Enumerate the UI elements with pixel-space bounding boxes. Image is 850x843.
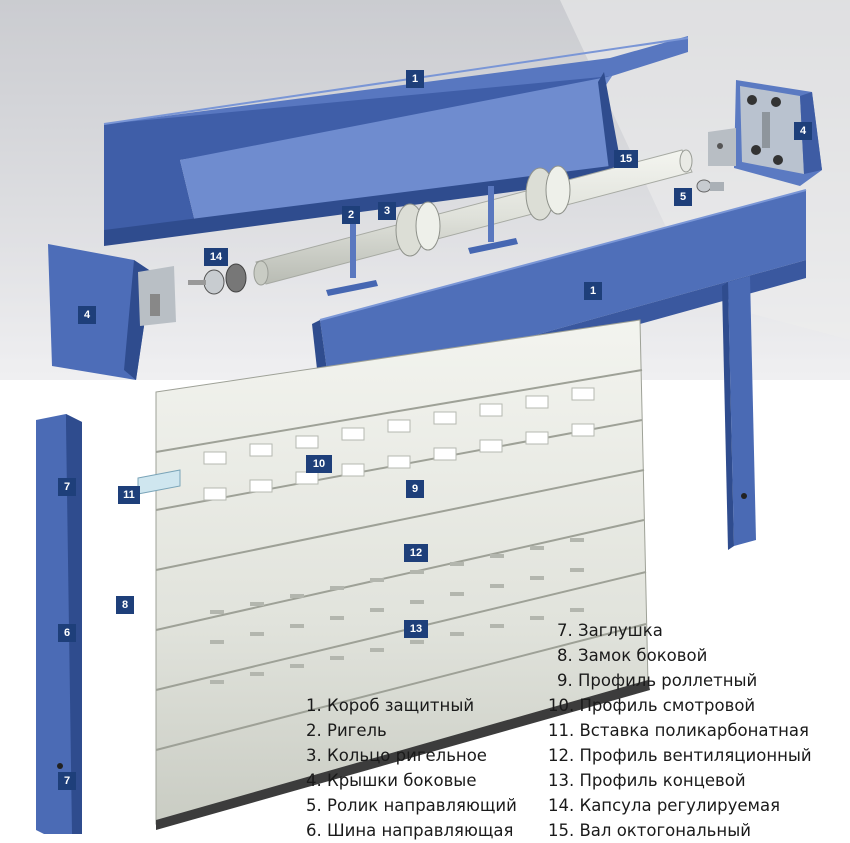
- badge-3: 3: [378, 202, 396, 220]
- guide-roller: [696, 179, 724, 193]
- badge-2: 2: [342, 206, 360, 224]
- badge-7-top: 7: [58, 478, 76, 496]
- legend-item-4: 4. Крышки боковые: [306, 771, 477, 790]
- badge-1-bottom: 1: [584, 282, 602, 300]
- badge-8: 8: [116, 596, 134, 614]
- legend-item-1: 1. Короб защитный: [306, 696, 475, 715]
- badge-5: 5: [674, 188, 692, 206]
- badge-9: 9: [406, 480, 424, 498]
- legend-item-3: 3. Кольцо ригельное: [306, 746, 487, 765]
- badge-1-top: 1: [406, 70, 424, 88]
- legend-item-12: 12. Профиль вентиляционный: [548, 746, 812, 765]
- legend-item-15: 15. Вал октогональный: [548, 821, 751, 840]
- end-cap-left: [48, 244, 176, 380]
- legend-item-5: 5. Ролик направляющий: [306, 796, 517, 815]
- legend-item-2: 2. Ригель: [306, 721, 387, 740]
- legend-left: 1. Короб защитный 2. Ригель 3. Кольцо ри…: [306, 693, 517, 843]
- legend-item-8: 8. Замок боковой: [557, 646, 708, 665]
- badge-14: 14: [204, 248, 228, 266]
- badge-6: 6: [58, 624, 76, 642]
- legend-item-14: 14. Капсула регулируемая: [548, 796, 781, 815]
- legend-item-9: 9. Профиль роллетный: [557, 671, 758, 690]
- legend-item-10: 10. Профиль смотровой: [548, 696, 756, 715]
- badge-11: 11: [118, 486, 140, 504]
- riegel: [326, 186, 518, 296]
- legend-right: 7. Заглушка 8. Замок боковой 9. Профиль …: [548, 618, 812, 843]
- adjustable-capsule: [188, 263, 247, 295]
- legend-item-13: 13. Профиль концевой: [548, 771, 746, 790]
- badge-4-left: 4: [78, 306, 96, 324]
- shutter-curtain: [137, 319, 650, 830]
- riegel-ring: [395, 165, 571, 257]
- legend-item-11: 11. Вставка поликарбонатная: [548, 721, 809, 740]
- guide-rail-right: [722, 276, 756, 550]
- octagonal-shaft: [188, 149, 724, 296]
- legend-item-7: 7. Заглушка: [557, 621, 663, 640]
- legend-item-6: 6. Шина направляющая: [306, 821, 514, 840]
- badge-15: 15: [614, 150, 638, 168]
- badge-4-right: 4: [794, 122, 812, 140]
- badge-7-bottom: 7: [58, 772, 76, 790]
- end-cap-right: [708, 80, 822, 186]
- badge-10: 10: [306, 455, 332, 473]
- badge-12: 12: [404, 544, 428, 562]
- badge-13: 13: [404, 620, 428, 638]
